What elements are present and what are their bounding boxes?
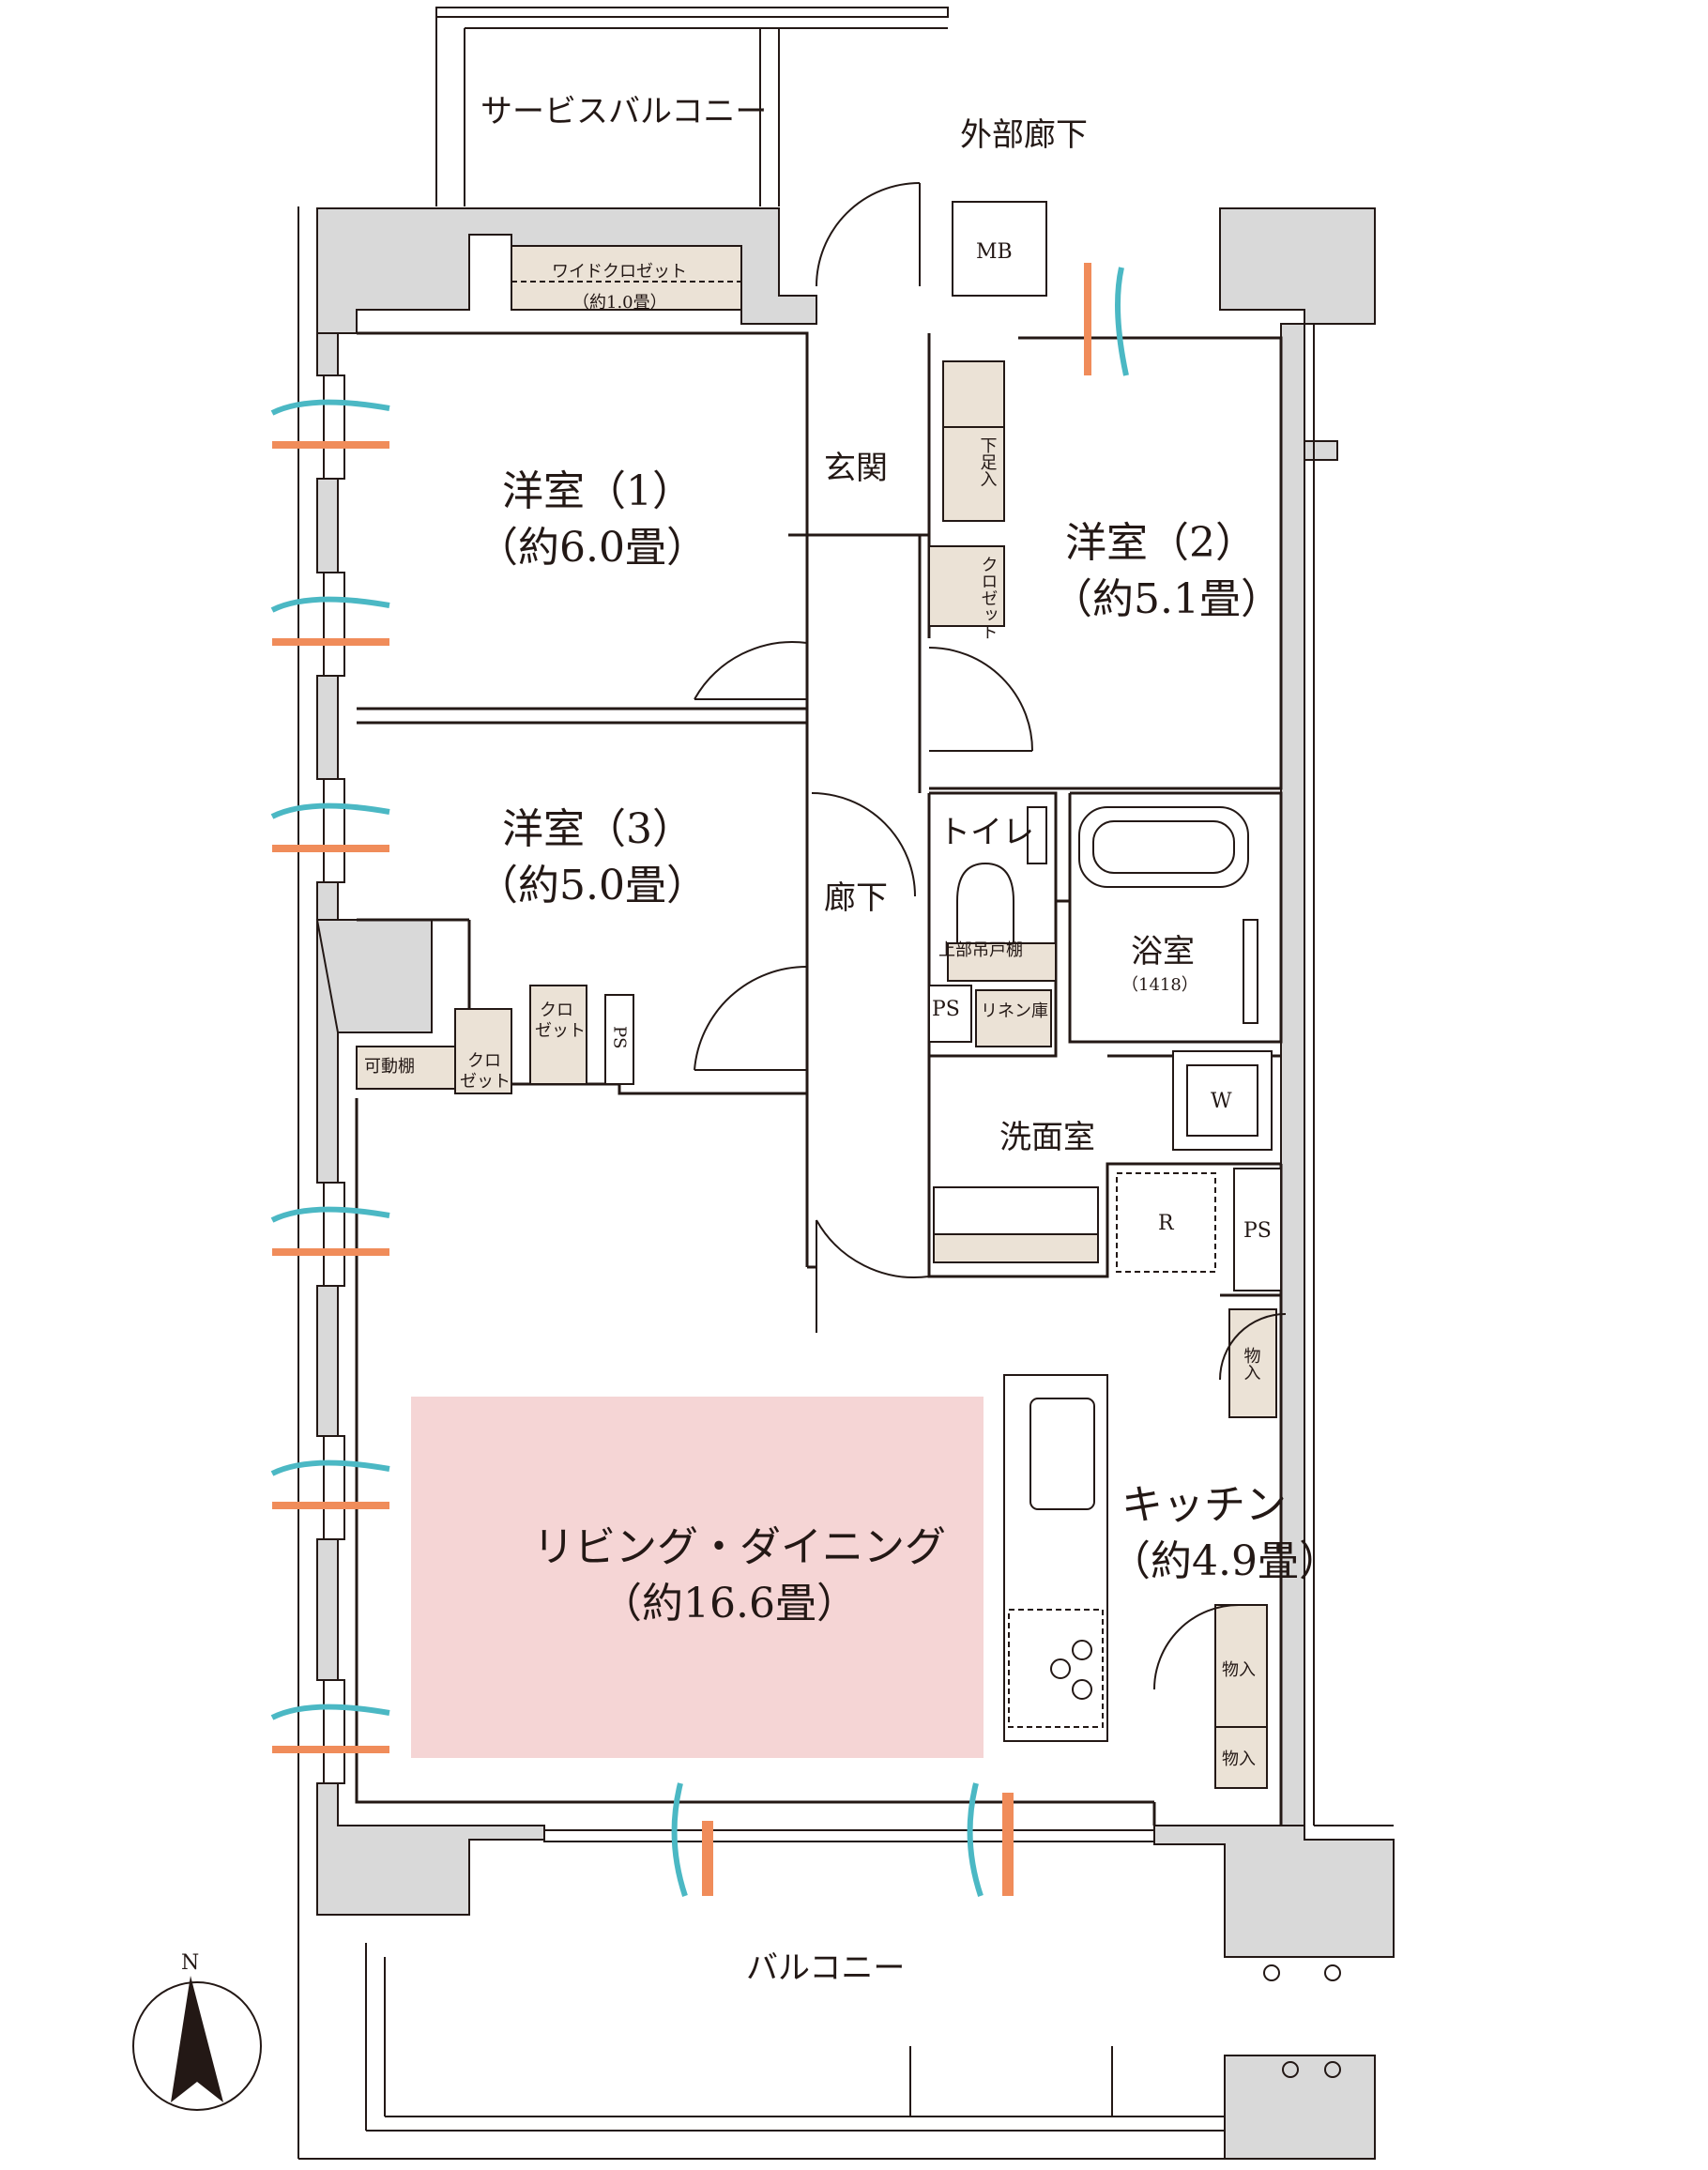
movable-shelf-fixture bbox=[356, 1046, 456, 1090]
movable-shelf-label: 可動棚 bbox=[364, 1057, 415, 1077]
linen-label: リネン庫 bbox=[981, 1001, 1048, 1021]
outer-corridor-label: 外部廊下 bbox=[960, 116, 1088, 154]
upper-shelf-label: 上部吊戸棚 bbox=[938, 940, 1023, 960]
mb-fixture bbox=[952, 201, 1047, 297]
room2-label: 洋室（2） bbox=[1065, 519, 1257, 567]
closet-room2-fixture bbox=[928, 545, 1005, 627]
north-label: N bbox=[181, 1951, 199, 1975]
service-balcony bbox=[435, 7, 949, 206]
ps-fixture bbox=[928, 985, 972, 1043]
living-size-label: （約16.6畳） bbox=[601, 1580, 858, 1628]
ps-right-fixture bbox=[1233, 1168, 1282, 1291]
wind-left-2 bbox=[270, 596, 390, 646]
fixtures bbox=[356, 201, 1282, 1789]
room1-label: 洋室（1） bbox=[502, 467, 694, 515]
ps-right-label: PS bbox=[1243, 1219, 1272, 1243]
closet-living-fixture bbox=[454, 1008, 512, 1094]
toilet-label: トイレ bbox=[938, 814, 1034, 851]
shoe-box-label: 下足入 bbox=[978, 436, 998, 487]
fridge-fixture bbox=[1116, 1172, 1216, 1273]
shoe-box-fixture bbox=[942, 360, 1005, 522]
entrance-label: 玄関 bbox=[824, 450, 888, 487]
storage-bottom-fixture bbox=[1214, 1726, 1268, 1789]
kitchen-size-label: （約4.9畳） bbox=[1109, 1537, 1340, 1585]
bottom-sash bbox=[543, 1829, 1155, 1842]
storage-bottom-label: 物入 bbox=[1222, 1750, 1256, 1769]
washer-label: W bbox=[1211, 1090, 1232, 1113]
closet-room3-label-1: クロ bbox=[540, 1001, 573, 1020]
ps-label: PS bbox=[932, 998, 960, 1021]
wind-left-4 bbox=[270, 1206, 390, 1256]
room2-size-label: （約5.1畳） bbox=[1051, 575, 1282, 623]
closet-room3-fixture bbox=[529, 985, 587, 1085]
closet-living-label-2: ゼット bbox=[460, 1072, 511, 1092]
stove-fixture bbox=[1008, 1609, 1104, 1728]
outer-boundary bbox=[297, 206, 1394, 2160]
ps-small-fixture bbox=[604, 994, 634, 1085]
wide-closet-size-label: （約1.0畳） bbox=[572, 293, 667, 313]
wind-top bbox=[1084, 263, 1129, 376]
wind-left-3 bbox=[270, 802, 390, 852]
wind-left-1 bbox=[270, 399, 390, 449]
room1-size-label: （約6.0畳） bbox=[477, 524, 708, 572]
closet-room3-label-2: ゼット bbox=[535, 1021, 586, 1041]
storage-top-fixture bbox=[1228, 1308, 1277, 1418]
wind-arrows bbox=[270, 263, 1129, 1897]
wind-left-5 bbox=[270, 1459, 390, 1509]
outer-walls bbox=[315, 207, 1395, 2160]
bath-label: 浴室 bbox=[1131, 933, 1195, 970]
storage-top-label: 物入 bbox=[1242, 1347, 1261, 1381]
storage-mid-label: 物入 bbox=[1222, 1660, 1256, 1680]
storage-mid-fixture bbox=[1214, 1604, 1268, 1728]
wide-closet-label: ワイドクロゼット bbox=[552, 262, 687, 282]
balcony-label: バルコニー bbox=[746, 1949, 905, 1987]
living-area-highlight bbox=[411, 1397, 984, 1758]
room3-label: 洋室（3） bbox=[502, 805, 694, 853]
wide-closet-fixture bbox=[511, 245, 742, 311]
bath-size-label: （1418） bbox=[1121, 975, 1198, 995]
wind-bottom-1 bbox=[671, 1782, 713, 1897]
wind-left-6 bbox=[270, 1704, 390, 1753]
toilet-fixture bbox=[956, 862, 1014, 944]
north-compass: N bbox=[132, 1951, 262, 2111]
sink-fixture bbox=[1029, 1398, 1095, 1510]
left-windows bbox=[323, 374, 345, 1784]
wind-bottom-2 bbox=[967, 1782, 1014, 1897]
balcony-railing bbox=[365, 1943, 1341, 2132]
room3-size-label: （約5.0畳） bbox=[477, 862, 708, 909]
hallway-label: 廊下 bbox=[824, 879, 888, 917]
mb-label: MB bbox=[976, 240, 1013, 264]
kitchen-label: キッチン bbox=[1121, 1481, 1287, 1529]
washroom-label: 洗面室 bbox=[999, 1119, 1095, 1156]
closet-room2-label: クロゼット bbox=[979, 556, 999, 640]
closet-living-label-1: クロ bbox=[467, 1051, 501, 1071]
doors bbox=[694, 182, 1287, 1690]
compass-needle-icon bbox=[171, 1976, 223, 2102]
living-label: リビング・ダイニング bbox=[533, 1523, 946, 1571]
linen-fixture bbox=[975, 989, 1052, 1047]
ps-small-label: PS bbox=[610, 1026, 630, 1048]
fridge-label: R bbox=[1158, 1212, 1175, 1235]
service-balcony-label: サービスバルコニー bbox=[480, 93, 767, 130]
